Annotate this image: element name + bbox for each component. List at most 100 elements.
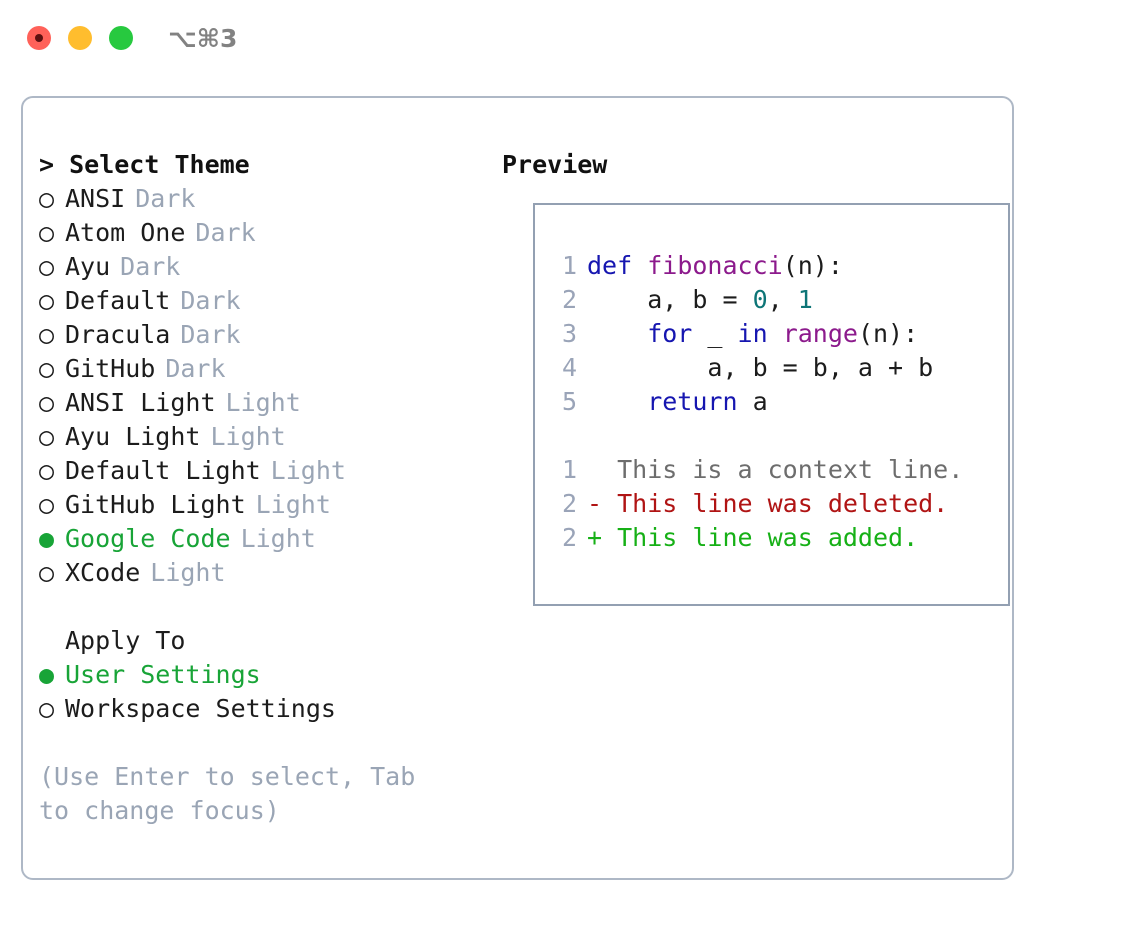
- theme-option-label: GitHub Light: [65, 490, 246, 519]
- code-token: a: [752, 387, 768, 416]
- diff-line-add: 2+ This line was added.: [551, 521, 963, 555]
- code-token: range: [782, 319, 858, 348]
- theme-panel-title: > Select Theme: [39, 150, 250, 179]
- radio-selected-icon: ●: [39, 524, 55, 553]
- theme-option-default[interactable]: ○ Default Dark: [39, 284, 489, 318]
- code-token: for: [587, 319, 708, 348]
- theme-option-label: Atom One: [65, 218, 186, 247]
- code-line: 2 a, b = 0, 1: [551, 283, 963, 317]
- title-bar: ⌥⌘3: [0, 0, 1140, 78]
- keyboard-hint-text: (Use Enter to select, Tab to change focu…: [39, 762, 431, 825]
- theme-variant-tag: Light: [210, 422, 286, 451]
- theme-variant-tag: Light: [240, 524, 316, 553]
- code-line: 3 for _ in range(n):: [551, 317, 963, 351]
- theme-variant-tag: Dark: [180, 320, 241, 349]
- theme-option-github-light[interactable]: ○ GitHub Light Light: [39, 488, 489, 522]
- code-line: 5 return a: [551, 385, 963, 419]
- line-number: 2: [561, 285, 577, 314]
- line-number: 5: [561, 387, 577, 416]
- code-token: 1: [797, 285, 813, 314]
- diff-marker: -: [587, 489, 618, 518]
- theme-option-label: Default: [65, 286, 171, 315]
- code-token: a, b = b, a + b: [587, 353, 934, 382]
- theme-variant-tag: Dark: [180, 286, 241, 315]
- code-token: return: [587, 387, 753, 416]
- diff-text: This line was added.: [617, 523, 919, 552]
- diff-marker: +: [587, 523, 618, 552]
- diff-text: This is a context line.: [617, 455, 964, 484]
- theme-option-ayu-light[interactable]: ○ Ayu Light Light: [39, 420, 489, 454]
- radio-unselected-icon: ○: [39, 422, 55, 451]
- theme-option-atom-one[interactable]: ○ Atom One Dark: [39, 216, 489, 250]
- theme-option-github[interactable]: ○ GitHub Dark: [39, 352, 489, 386]
- radio-unselected-icon: ○: [39, 320, 55, 349]
- theme-option-label: GitHub: [65, 354, 156, 383]
- code-token: 0: [752, 285, 768, 314]
- theme-option-xcode[interactable]: ○ XCode Light: [39, 556, 489, 590]
- radio-unselected-icon: ○: [39, 558, 55, 587]
- theme-option-label: Google Code: [65, 524, 231, 553]
- code-token: (n):: [857, 319, 919, 348]
- line-number: 3: [561, 319, 577, 348]
- traffic-light-buttons: [27, 26, 133, 50]
- theme-option-label: Ayu Light: [65, 422, 201, 451]
- radio-unselected-icon: ○: [39, 252, 55, 281]
- radio-unselected-icon: ○: [39, 694, 55, 723]
- code-blank-line: [551, 419, 963, 453]
- code-token: a, b =: [587, 285, 753, 314]
- code-token: _: [707, 319, 738, 348]
- theme-option-label: ANSI: [65, 184, 126, 213]
- theme-variant-tag: Dark: [120, 252, 181, 281]
- spacer: [39, 590, 489, 624]
- theme-option-google-code[interactable]: ● Google Code Light: [39, 522, 489, 556]
- theme-option-ayu[interactable]: ○ Ayu Dark: [39, 250, 489, 284]
- line-number: 1: [561, 455, 577, 484]
- theme-option-label: Dracula: [65, 320, 171, 349]
- maximize-button[interactable]: [109, 26, 133, 50]
- preview-panel-title: Preview: [502, 150, 608, 179]
- radio-unselected-icon: ○: [39, 354, 55, 383]
- theme-option-label: XCode: [65, 558, 141, 587]
- theme-option-dracula[interactable]: ○ Dracula Dark: [39, 318, 489, 352]
- theme-variant-tag: Light: [150, 558, 226, 587]
- line-number: 4: [561, 353, 577, 382]
- radio-unselected-icon: ○: [39, 218, 55, 247]
- apply-to-option-label: User Settings: [65, 660, 261, 689]
- apply-to-option-user-settings[interactable]: ●User Settings: [39, 658, 489, 692]
- theme-variant-tag: Light: [225, 388, 301, 417]
- close-button[interactable]: [27, 26, 51, 50]
- theme-variant-tag: Dark: [165, 354, 226, 383]
- keyboard-shortcut-label: ⌥⌘3: [168, 24, 238, 53]
- theme-variant-tag: Dark: [195, 218, 256, 247]
- line-number: 1: [561, 251, 577, 280]
- theme-variant-tag: Light: [270, 456, 346, 485]
- apply-to-option-label: Workspace Settings: [65, 694, 336, 723]
- apply-to-option-workspace-settings[interactable]: ○ Workspace Settings: [39, 692, 489, 726]
- theme-option-label: ANSI Light: [65, 388, 216, 417]
- radio-unselected-icon: ○: [39, 286, 55, 315]
- theme-variant-tag: Dark: [135, 184, 196, 213]
- diff-text: This line was deleted.: [617, 489, 949, 518]
- theme-option-label: Ayu: [65, 252, 111, 281]
- diff-line-del: 2- This line was deleted.: [551, 487, 963, 521]
- code-token: ,: [767, 285, 798, 314]
- code-token: def: [587, 251, 648, 280]
- radio-unselected-icon: ○: [39, 490, 55, 519]
- theme-variant-tag: Light: [255, 490, 331, 519]
- code-line: 4 a, b = b, a + b: [551, 351, 963, 385]
- diff-marker: [587, 455, 617, 484]
- apply-to-title: Apply To: [65, 626, 186, 655]
- minimize-button[interactable]: [68, 26, 92, 50]
- code-token: fibonacci: [647, 251, 783, 280]
